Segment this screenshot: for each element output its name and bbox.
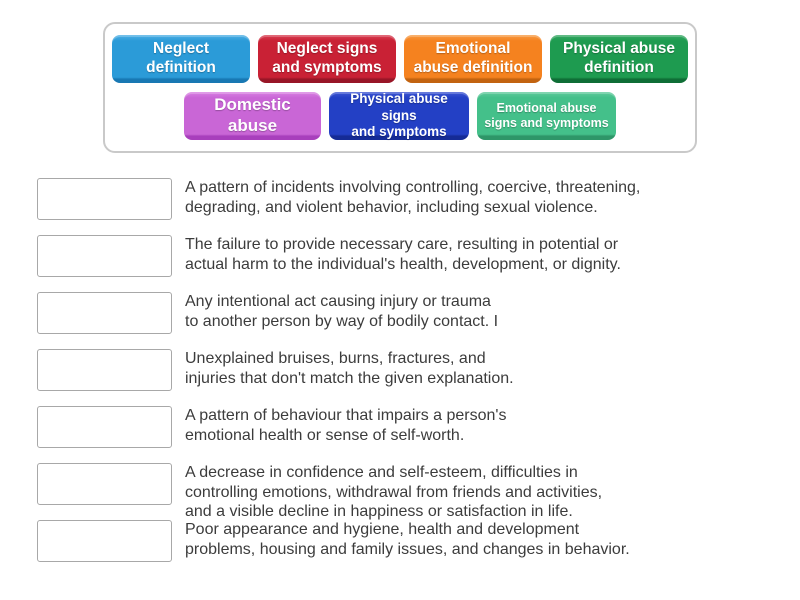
definition-text-3: Any intentional act causing injury or tr… — [185, 293, 499, 330]
tile-physical-abuse-definition[interactable]: Physical abuse definition — [550, 35, 688, 83]
answer-drop-zone-5[interactable] — [37, 406, 172, 448]
match-row: Poor appearance and hygiene, health and … — [37, 520, 800, 562]
tile-bank-panel: Neglect definition Neglect signs and sym… — [103, 22, 697, 153]
tile-bank-row-2: Domestic abuse Physical abuse signs and … — [184, 91, 616, 140]
definition-text-1: A pattern of incidents involving control… — [185, 179, 641, 216]
answer-drop-zone-3[interactable] — [37, 292, 172, 334]
match-row: A pattern of behaviour that impairs a pe… — [37, 406, 800, 448]
match-row: The failure to provide necessary care, r… — [37, 235, 800, 277]
answer-drop-zone-2[interactable] — [37, 235, 172, 277]
answer-drop-zone-7[interactable] — [37, 520, 172, 562]
answer-drop-zone-4[interactable] — [37, 349, 172, 391]
tile-neglect-definition[interactable]: Neglect definition — [112, 35, 250, 83]
definition-text-2: The failure to provide necessary care, r… — [185, 236, 621, 273]
tile-bank-row-1: Neglect definition Neglect signs and sym… — [112, 35, 688, 83]
definition-text-4: Unexplained bruises, burns, fractures, a… — [185, 350, 514, 387]
definition-text-5: A pattern of behaviour that impairs a pe… — [185, 407, 507, 444]
tile-emotional-abuse-definition[interactable]: Emotional abuse definition — [404, 35, 542, 83]
match-row: Unexplained bruises, burns, fractures, a… — [37, 349, 800, 391]
answer-drop-zone-6[interactable] — [37, 463, 172, 505]
definition-text-7: Poor appearance and hygiene, health and … — [185, 521, 630, 558]
match-row: Any intentional act causing injury or tr… — [37, 292, 800, 334]
match-row: A decrease in confidence and self-esteem… — [37, 463, 800, 520]
tile-physical-abuse-signs-and-symptoms[interactable]: Physical abuse signs and symptoms — [329, 91, 469, 140]
match-row: A pattern of incidents involving control… — [37, 178, 800, 220]
answer-drop-zone-1[interactable] — [37, 178, 172, 220]
match-list: A pattern of incidents involving control… — [37, 178, 800, 562]
tile-neglect-signs-and-symptoms[interactable]: Neglect signs and symptoms — [258, 35, 396, 83]
tile-emotional-abuse-signs-and-symptoms[interactable]: Emotional abuse signs and symptoms — [477, 92, 616, 140]
tile-domestic-abuse[interactable]: Domestic abuse — [184, 92, 321, 140]
definition-text-6: A decrease in confidence and self-esteem… — [185, 464, 603, 520]
